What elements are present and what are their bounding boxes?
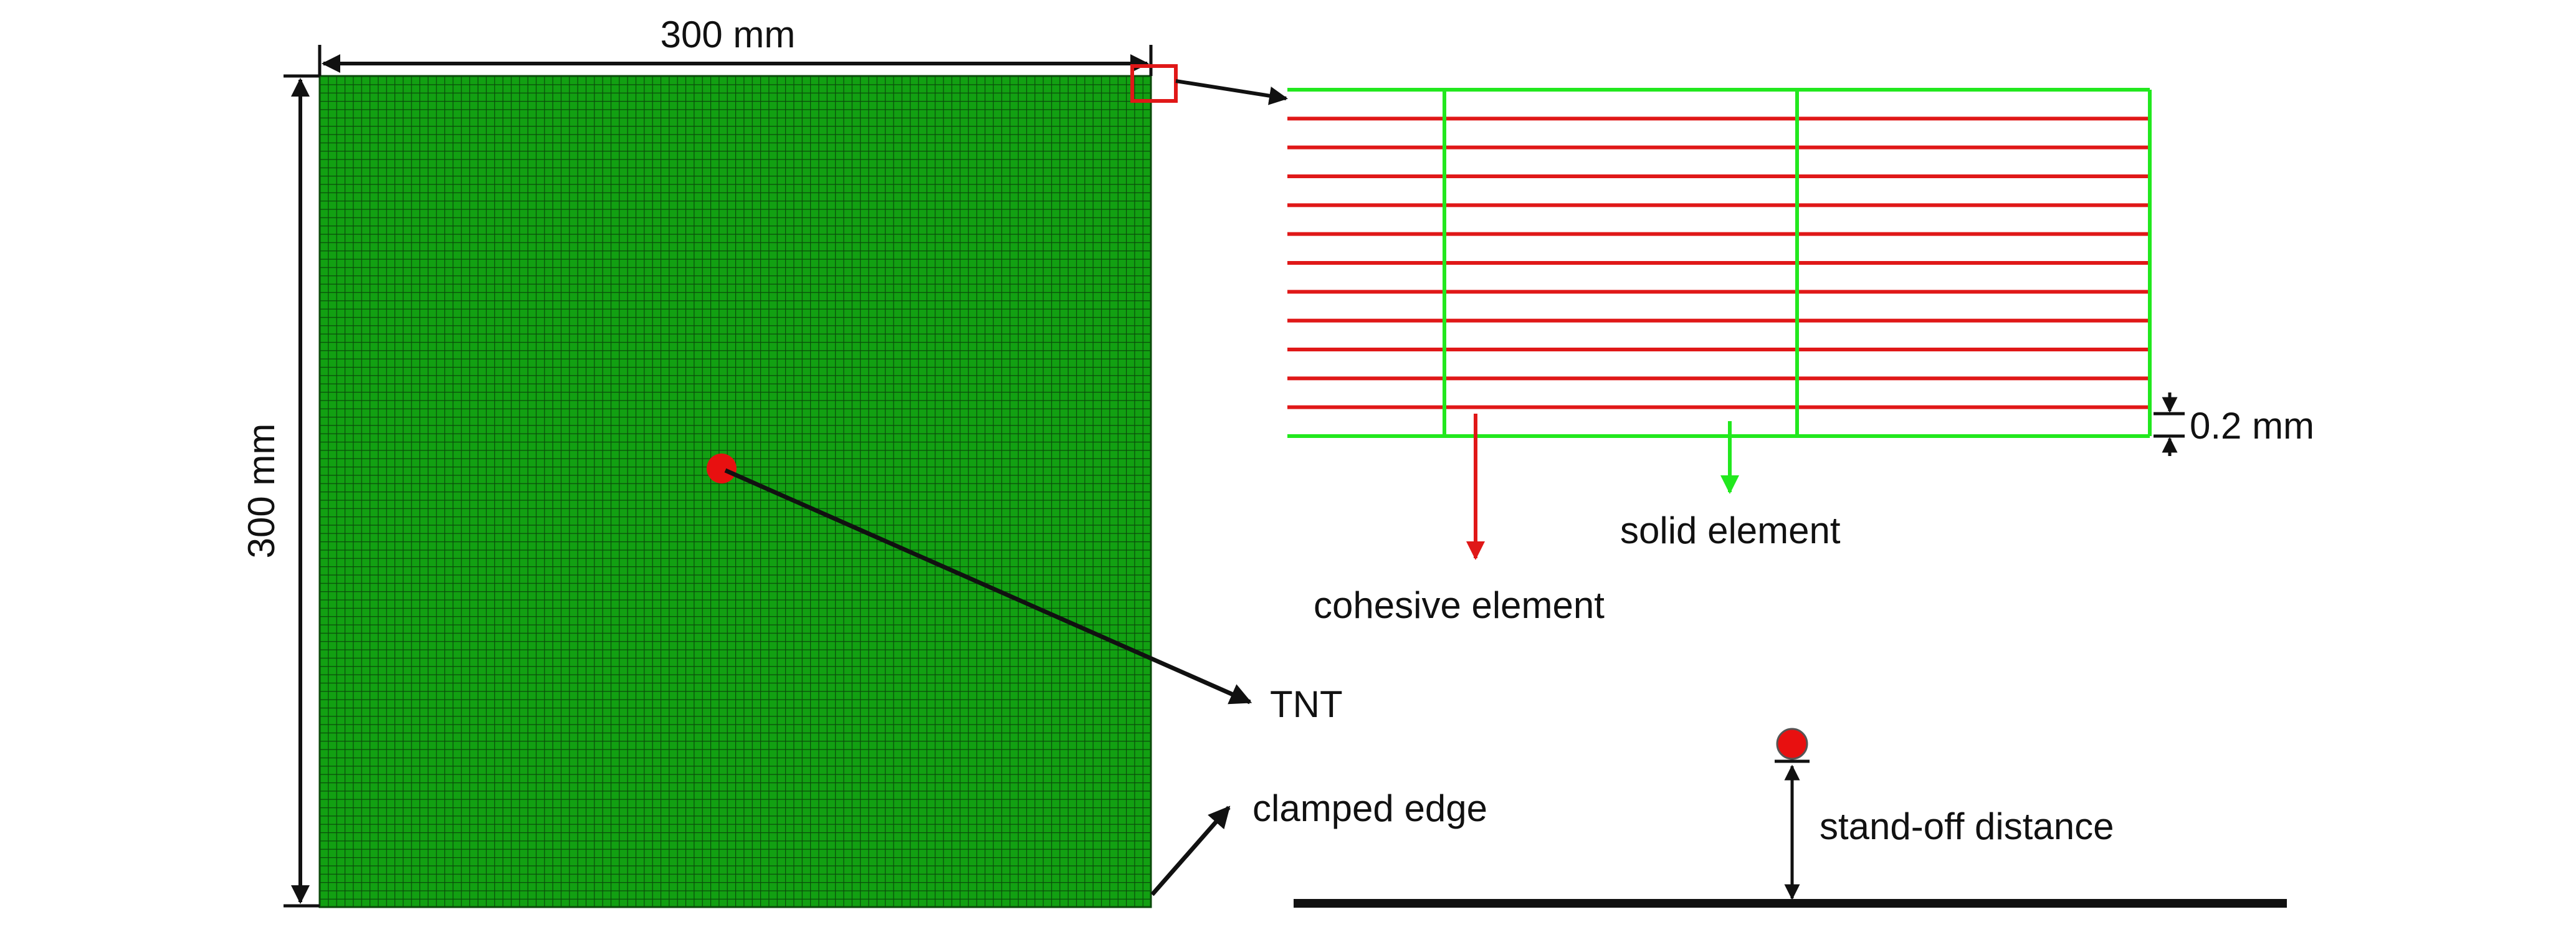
- height-dimension-label: 300 mm: [241, 424, 282, 559]
- zoom-callout: [1130, 64, 1288, 105]
- zoom-highlight-box: [1130, 64, 1178, 103]
- zoom-arrow: [1175, 79, 1288, 105]
- cohesive-layer-lines: [1287, 116, 2150, 409]
- tnt-callout: TNT: [707, 454, 1343, 725]
- tnt-pointer-arrow: [724, 468, 1252, 705]
- clamped-edge-label: clamped edge: [1252, 787, 1487, 829]
- thickness-dimension-label: 0.2 mm: [2190, 405, 2314, 447]
- height-dimension: 300 mm: [241, 74, 320, 908]
- tnt-label: TNT: [1270, 683, 1343, 725]
- width-dimension: 300 mm: [318, 14, 1153, 76]
- standoff-charge-marker: [1776, 728, 1808, 760]
- width-dimension-label: 300 mm: [661, 14, 796, 55]
- clamped-edge-pointer-arrow: [1150, 806, 1231, 896]
- clamped-edge-callout: clamped edge: [1150, 787, 1487, 896]
- thickness-dimension: 0.2 mm: [2154, 392, 2314, 456]
- standoff-sketch: stand-off distance: [1294, 728, 2287, 908]
- element-detail-view: [1287, 88, 2152, 438]
- cohesive-element-callout: cohesive element: [1314, 414, 1605, 626]
- cohesive-element-label: cohesive element: [1314, 584, 1605, 626]
- plate-mesh: [318, 75, 1152, 908]
- solid-element-callout: solid element: [1620, 421, 1841, 551]
- tnt-charge-marker: [707, 454, 737, 483]
- solid-element-label: solid element: [1620, 510, 1841, 551]
- standoff-distance-label: stand-off distance: [1820, 806, 2114, 847]
- plate-square: [318, 75, 1152, 908]
